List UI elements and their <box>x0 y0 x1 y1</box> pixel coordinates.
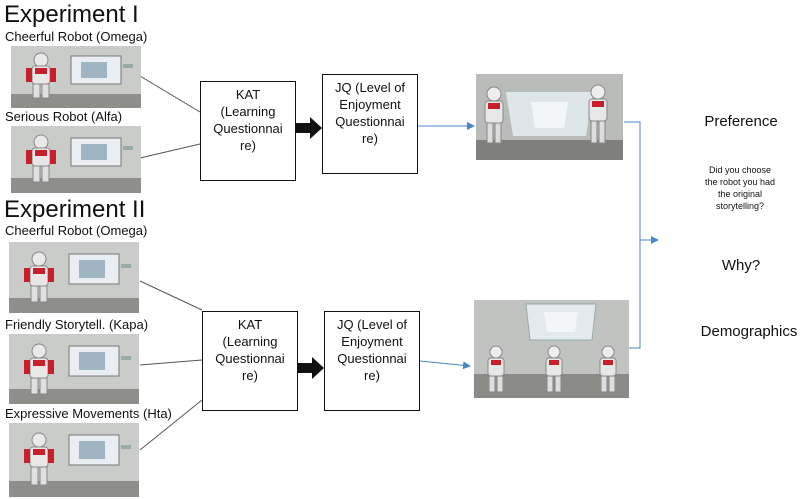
robot-photo-pair-exp1 <box>476 74 623 160</box>
why-label: Why? <box>721 257 761 274</box>
robot-photo-hta-exp2 <box>9 423 139 497</box>
exp2-kat-line: re) <box>242 368 258 383</box>
question-line: the robot you had <box>704 177 776 187</box>
exp1-connector-omega <box>139 75 201 113</box>
question-line: Did you choose <box>708 165 772 175</box>
robot-photo-kapa-exp2 <box>9 334 139 404</box>
question-line: storytelling? <box>715 201 765 211</box>
robot-photo-trio-exp2 <box>474 300 629 398</box>
experiment1-label-alfa: Serious Robot (Alfa) <box>5 109 123 124</box>
exp2-blue-arrow <box>419 360 471 370</box>
merge-bracket <box>624 121 641 349</box>
exp2-kat-line: KAT <box>237 317 263 332</box>
question-line: the original <box>717 189 763 199</box>
exp2-connector-kapa <box>139 359 203 366</box>
exp2-jq-line: Enjoyment <box>341 334 403 349</box>
robot-photo-omega-exp2 <box>9 242 139 313</box>
exp2-connector-omega <box>139 280 203 311</box>
experiment2-label-kapa: Friendly Storytell. (Kapa) <box>5 317 149 332</box>
experiment2-label-omega: Cheerful Robot (Omega) <box>5 223 148 238</box>
exp2-jq-line: re) <box>364 368 380 383</box>
exp1-jq-line: Enjoyment <box>339 97 401 112</box>
exp1-jq-box: JQ (Level of Enjoyment Questionnai re) <box>322 74 418 174</box>
exp1-kat-line: KAT <box>235 87 261 102</box>
exp1-kat-box: KAT (Learning Questionnai re) <box>200 81 296 181</box>
robot-photo-omega-exp1 <box>11 46 141 108</box>
exp2-kat-box: KAT (Learning Questionnai re) <box>202 311 298 411</box>
experiment1-label-omega: Cheerful Robot (Omega) <box>5 29 148 44</box>
experiment2-label-hta: Expressive Movements (Hta) <box>5 406 172 421</box>
experiment1-heading: Experiment I <box>4 1 139 28</box>
exp1-jq-line: Questionnai <box>335 114 405 129</box>
exp2-kat-line: Questionnai <box>215 351 285 366</box>
exp1-kat-line: (Learning <box>220 104 276 119</box>
exp1-jq-line: re) <box>362 131 378 146</box>
exp2-thick-arrow-head <box>312 357 324 379</box>
exp2-thick-arrow-shaft <box>298 363 312 373</box>
preference-label: Preference <box>704 113 778 130</box>
exp2-jq-box: JQ (Level of Enjoyment Questionnai re) <box>324 311 420 411</box>
exp1-kat-line: re) <box>240 138 256 153</box>
exp1-connector-alfa <box>139 143 201 159</box>
robot-photo-alfa-exp1 <box>11 126 141 193</box>
demographics-label: Demographics <box>700 323 798 340</box>
experiment2-heading: Experiment II <box>4 196 146 223</box>
exp1-thick-arrow-head <box>310 117 322 139</box>
exp1-kat-line: Questionnai <box>213 121 283 136</box>
preference-question: Did you choose the robot you had the ori… <box>680 164 800 212</box>
exp1-jq-line: JQ (Level of <box>334 80 406 95</box>
exp2-jq-line: Questionnai <box>337 351 407 366</box>
exp1-thick-arrow-shaft <box>296 123 310 133</box>
exp2-jq-line: JQ (Level of <box>336 317 408 332</box>
exp2-connector-hta <box>139 399 203 451</box>
exp2-kat-line: (Learning <box>222 334 278 349</box>
